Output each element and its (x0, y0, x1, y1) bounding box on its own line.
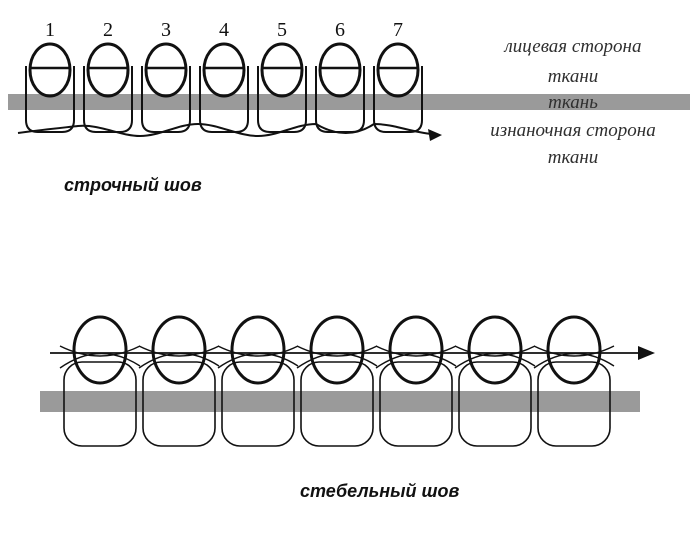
caption-stem-stitch: стебельный шов (300, 481, 460, 501)
stitch-front-oval (202, 42, 246, 98)
stem-upper-loops (59, 315, 615, 385)
stitch-number: 1 (45, 19, 55, 41)
label-back-side-line1: изнаночная сторона (490, 120, 655, 141)
stem-lower-loop (221, 361, 295, 447)
label-back-side-line2: ткани (548, 147, 599, 168)
label-front-side-line1: лицевая сторона (504, 36, 642, 57)
stem-upper-oval (467, 315, 523, 385)
stitch-number: 2 (103, 19, 113, 41)
thread-arrowhead-top (428, 129, 442, 141)
fabric-band-bottom (40, 391, 640, 412)
stem-lower-loop (300, 361, 374, 447)
stem-upper-oval (230, 315, 286, 385)
stem-upper-oval (546, 315, 602, 385)
stem-lower-loop (142, 361, 216, 447)
running-stitch-diagram: 1 2 3 4 5 6 7 лицевая сторона ткани ткань изна… (8, 19, 690, 195)
stem-lower-loop (537, 361, 611, 447)
stitch-outer-loop (25, 66, 75, 133)
label-fabric: ткань (548, 92, 598, 113)
stitch-front-oval (318, 42, 362, 98)
stem-stitch-diagram: стебельный шов (40, 315, 655, 501)
thread-arrowhead-bottom (638, 346, 655, 360)
stem-upper-oval (151, 315, 207, 385)
stitch-front-oval (28, 42, 72, 98)
stitch-numbers: 1 2 3 4 5 6 7 (45, 19, 403, 41)
stem-upper-oval (72, 315, 128, 385)
top-stitch-loops (25, 42, 423, 133)
thread-path-top (17, 122, 433, 138)
stitch-number: 6 (335, 19, 345, 41)
stem-upper-oval (309, 315, 365, 385)
label-front-side-line2: ткани (548, 66, 599, 87)
stitch-number: 7 (393, 19, 403, 41)
stem-upper-oval (388, 315, 444, 385)
caption-running-stitch: строчный шов (64, 175, 202, 195)
stitch-front-oval (376, 42, 420, 98)
stem-lower-loop (63, 361, 137, 447)
stitch-front-oval (260, 42, 304, 98)
stitch-number: 5 (277, 19, 287, 41)
stem-lower-loop (379, 361, 453, 447)
stitch-front-oval (86, 42, 130, 98)
stitch-number: 3 (161, 19, 171, 41)
stem-lower-loop (458, 361, 532, 447)
stitch-front-oval (144, 42, 188, 98)
fabric-band-top (8, 94, 690, 110)
stem-lower-loops (63, 361, 611, 447)
stitch-number: 4 (219, 19, 229, 41)
